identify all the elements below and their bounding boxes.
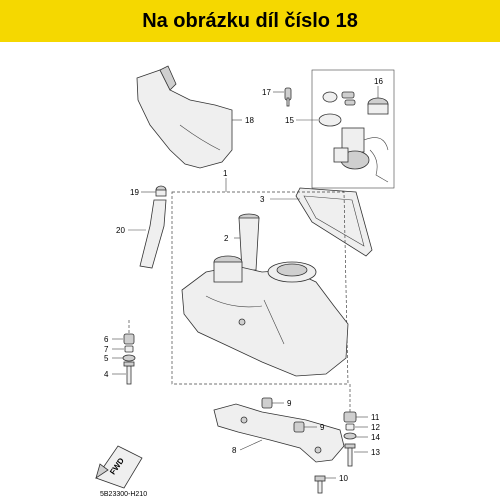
fuel-tank-body[interactable] — [181, 255, 349, 377]
callout-1: 1 — [223, 169, 228, 178]
ignition-assembly-box — [311, 69, 395, 189]
callout-16: 16 — [374, 77, 383, 86]
right-mount-stack[interactable] — [343, 411, 357, 467]
callout-13: 13 — [371, 448, 380, 457]
callout-10: 10 — [339, 474, 348, 483]
part-15-ignition-switch[interactable] — [318, 91, 389, 183]
part-19-clamp[interactable] — [155, 185, 167, 197]
part-17-key[interactable] — [284, 87, 292, 107]
exploded-parts-diagram: 18 17 15 16 3 1 2 — [95, 65, 395, 498]
part-18-cover[interactable] — [136, 65, 233, 169]
part-9-grommet-a[interactable] — [261, 397, 273, 409]
callout-19: 19 — [130, 188, 139, 197]
callout-12: 12 — [371, 423, 380, 432]
callout-11: 11 — [371, 413, 380, 422]
callout-14: 14 — [371, 433, 380, 442]
banner-title: Na obrázku díl číslo 18 — [142, 9, 358, 32]
callout-15: 15 — [285, 116, 294, 125]
callout-9b: 9 — [320, 423, 325, 432]
part-10-bolt[interactable] — [314, 475, 326, 494]
callout-8: 8 — [232, 446, 237, 455]
diagram-code: 5B23300-H210 — [100, 491, 147, 498]
callout-2: 2 — [224, 234, 229, 243]
part-3-seal-pad[interactable] — [295, 187, 373, 257]
callout-7: 7 — [104, 345, 109, 354]
callout-20: 20 — [116, 226, 125, 235]
callout-17: 17 — [262, 88, 271, 97]
part-2-filler-tube[interactable] — [238, 213, 260, 271]
part-9-grommet-b[interactable] — [293, 421, 305, 433]
part-16-lock-cylinder[interactable] — [367, 97, 389, 115]
left-mount-stack[interactable] — [122, 333, 136, 385]
title-banner: Na obrázku díl číslo 18 — [0, 0, 500, 42]
callout-4: 4 — [104, 370, 109, 379]
part-8-bracket[interactable] — [213, 403, 345, 463]
callout-9a: 9 — [287, 399, 292, 408]
fwd-arrow-icon: FWD — [95, 445, 143, 489]
callout-18: 18 — [245, 116, 254, 125]
callout-6: 6 — [104, 335, 109, 344]
part-20-hose[interactable] — [139, 199, 167, 269]
callout-3: 3 — [260, 195, 265, 204]
callout-5: 5 — [104, 354, 109, 363]
